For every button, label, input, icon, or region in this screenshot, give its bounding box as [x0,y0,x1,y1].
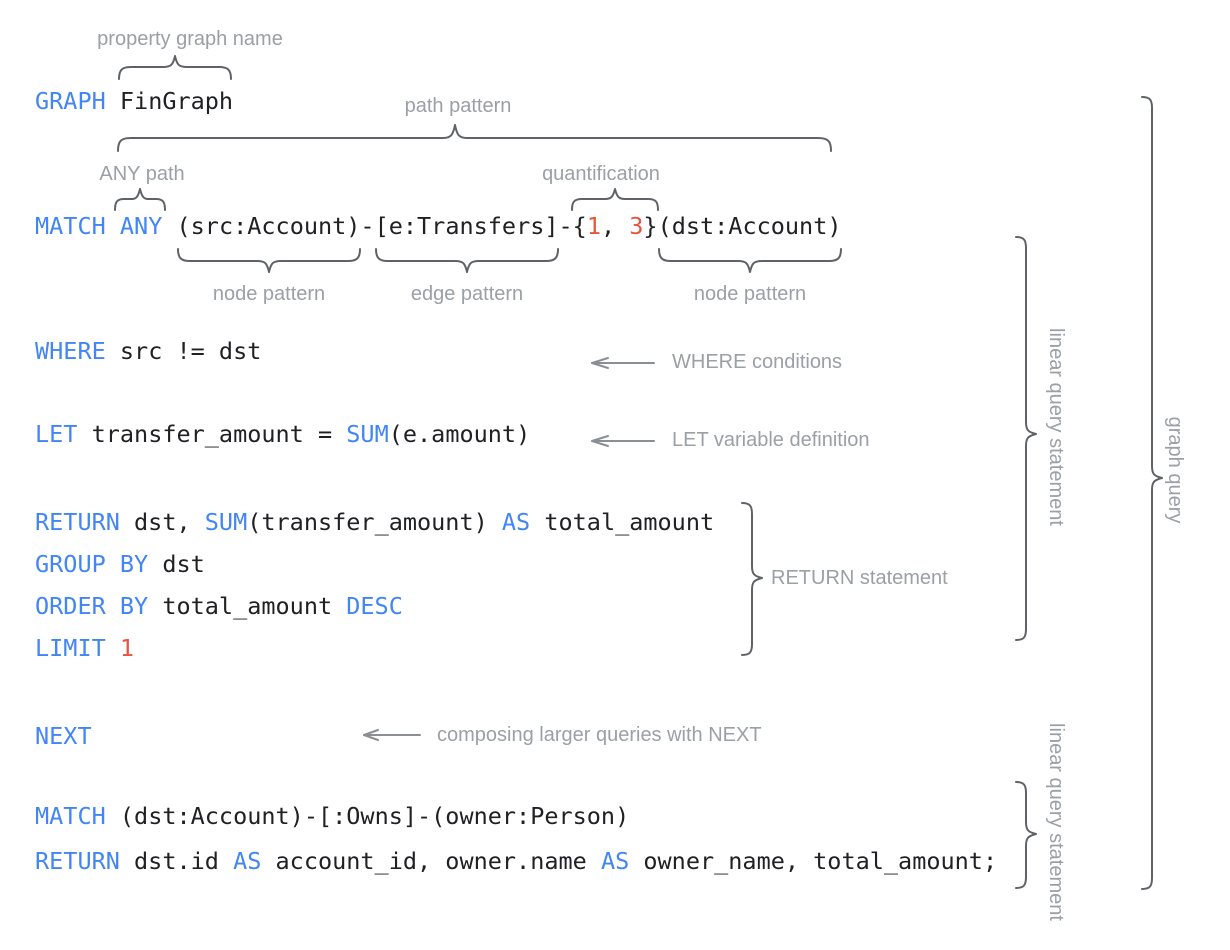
label-quantification: quantification [542,163,660,185]
code-line-let: LET transfer_amount = SUM(e.amount) [35,420,531,448]
code-line-group-by: GROUP BY dst [35,550,205,578]
overbrace-quantification-icon [571,188,659,211]
underbrace-node-pattern-right-icon [658,248,842,273]
let-definition-arrow-left-icon [591,435,655,447]
code-line-next: NEXT [35,722,92,750]
brace-linear-query-statement-bottom-icon [1015,781,1037,889]
label-property-graph-name: property graph name [97,28,283,50]
code-line-match: MATCH ANY (src:Account)-[e:Transfers]-{1… [35,212,842,240]
code-line-order-by: ORDER BY total_amount DESC [35,592,403,620]
code-line-limit: LIMIT 1 [35,634,135,662]
label-composing-next: composing larger queries with NEXT [437,724,762,746]
brace-return-statement-icon [741,502,763,656]
code-line-graph: GRAPH FinGraph [35,87,234,115]
label-return-statement: RETURN statement [771,567,948,589]
label-linear-query-statement-top: linear query statement [1045,328,1067,526]
overbrace-path-pattern-icon [117,124,832,152]
label-node-pattern-left: node pattern [212,283,326,305]
underbrace-edge-pattern-icon [375,248,559,273]
label-any-path: ANY path [99,163,185,185]
label-path-pattern: path pattern [404,95,512,117]
label-node-pattern-right: node pattern [693,283,807,305]
underbrace-node-pattern-left-icon [177,248,361,273]
code-line-final-return: RETURN dst.id AS account_id, owner.name … [35,847,998,875]
brace-graph-query-icon [1141,96,1163,890]
code-line-where: WHERE src != dst [35,337,262,365]
label-where-conditions: WHERE conditions [672,351,843,373]
label-linear-query-statement-bottom: linear query statement [1045,723,1067,921]
label-edge-pattern: edge pattern [410,283,524,305]
where-conditions-arrow-left-icon [591,357,655,369]
label-let-variable-definition: LET variable definition [672,429,870,451]
composing-next-arrow-left-icon [363,729,421,741]
overbrace-any-path-icon [114,188,166,211]
code-line-match-owns: MATCH (dst:Account)-[:Owns]-(owner:Perso… [35,802,630,830]
brace-linear-query-statement-top-icon [1015,236,1037,641]
code-line-return: RETURN dst, SUM(transfer_amount) AS tota… [35,508,715,536]
label-graph-query: graph query [1164,416,1186,524]
overbrace-property-graph-name-icon [118,55,232,80]
